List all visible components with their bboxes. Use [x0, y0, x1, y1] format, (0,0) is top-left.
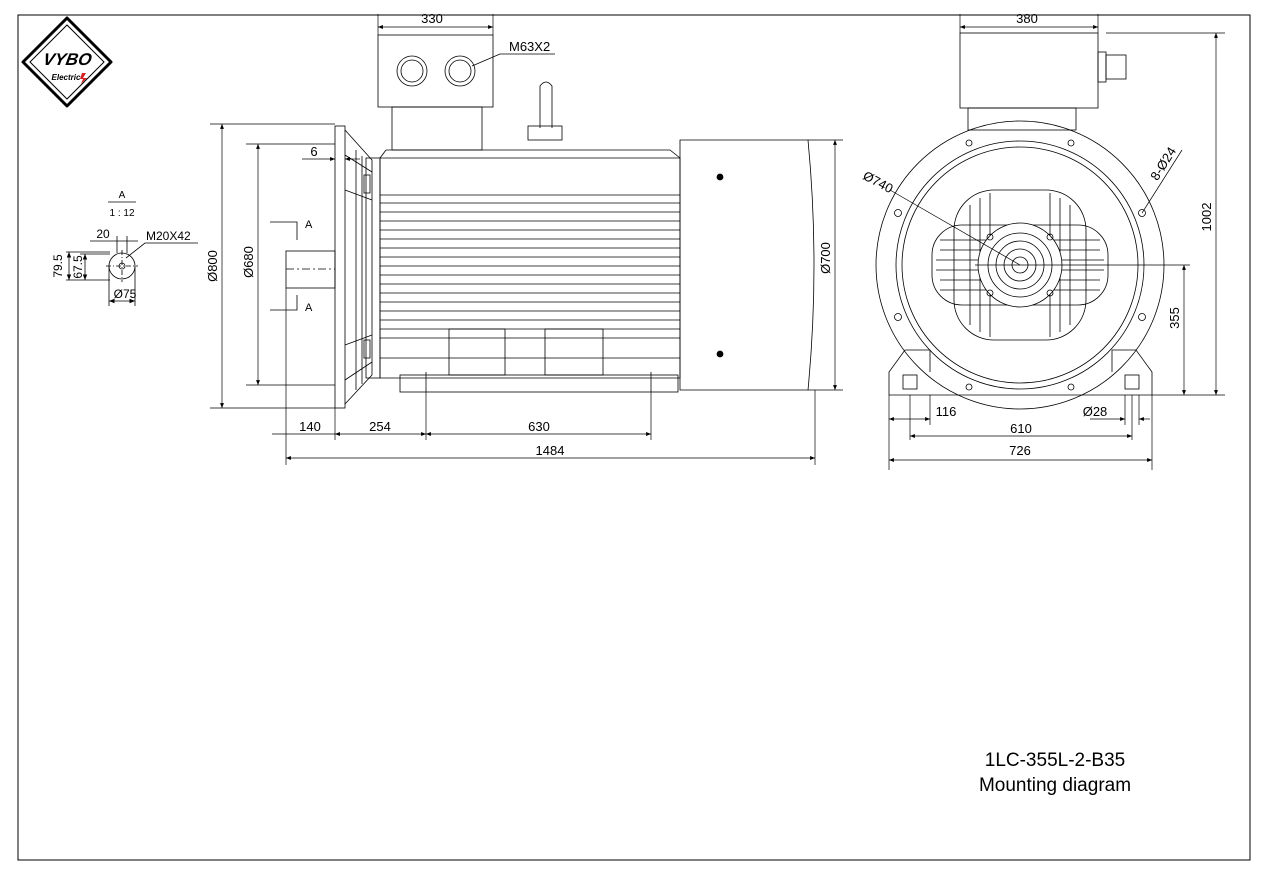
dim-spigot-diameter: Ø680 — [241, 246, 256, 278]
fan-cover — [679, 139, 815, 391]
side-view-dimensions — [210, 14, 843, 465]
dim-foot-spacing: 630 — [528, 419, 550, 434]
drawing-frame — [17, 14, 1251, 861]
logo-sub: Electric — [52, 73, 81, 82]
drawing-caption: Mounting diagram — [978, 775, 1132, 796]
base-rail — [399, 374, 679, 393]
section-mark-top: A — [305, 219, 313, 231]
dim-foot-hole: Ø28 — [1083, 404, 1108, 419]
end-view — [875, 32, 1190, 410]
flange-plate — [334, 125, 346, 409]
dim-fan-cover-diameter: Ø700 — [818, 242, 833, 274]
section-mark-bottom: A — [305, 302, 313, 314]
cable-gland-left — [396, 55, 428, 87]
detail-height-b: 67.5 — [71, 255, 85, 279]
dim-shaft-height: 355 — [1167, 307, 1182, 329]
side-view — [270, 34, 815, 409]
model-number: 1LC-355L-2-B35 — [984, 750, 1126, 771]
foot-block-right — [544, 328, 604, 376]
dim-pitch-circle: Ø740 — [861, 168, 896, 196]
dim-shaft-length: 140 — [299, 419, 321, 434]
dim-flange-diameter: Ø800 — [205, 250, 220, 282]
bolt-holes — [894, 139, 1146, 391]
logo-brand: VYBO — [42, 49, 94, 69]
end-view-dimensions — [888, 14, 1225, 470]
detail-thread: M20X42 — [146, 229, 191, 243]
shaft — [285, 250, 336, 289]
dim-flange-thickness: 6 — [310, 144, 317, 159]
dim-bolt-holes: 8-Ø24 — [1147, 144, 1179, 183]
terminal-box — [377, 34, 494, 108]
detail-scale: 1 : 12 — [109, 208, 134, 219]
detail-diameter: Ø75 — [114, 287, 137, 301]
title-block: 1LC-355L-2-B35 Mounting diagram — [940, 748, 1170, 798]
dim-total-height: 1002 — [1199, 203, 1214, 232]
dim-terminal-width-end: 380 — [1016, 11, 1038, 26]
base-feet — [888, 349, 1153, 395]
foot-block-left — [448, 328, 506, 376]
dim-cable-gland: M63X2 — [509, 39, 550, 54]
cooling-fins — [380, 202, 680, 330]
brand-logo: VYBO Electric — [21, 16, 113, 108]
cable-gland-right — [444, 55, 476, 87]
terminal-box-end — [959, 32, 1099, 109]
dim-foot-span: 610 — [1010, 421, 1032, 436]
detail-height-a: 79.5 — [51, 254, 65, 278]
cable-gland-end — [1105, 54, 1127, 80]
dim-foot-edge: 116 — [936, 404, 957, 419]
motor-frame — [379, 157, 681, 379]
detail-section-label: A — [119, 190, 126, 201]
section-a-detail — [66, 201, 198, 306]
dim-flange-to-foot: 254 — [369, 419, 391, 434]
dim-base-width: 726 — [1009, 443, 1031, 458]
detail-width: 20 — [96, 227, 110, 241]
dim-terminal-width-side: 330 — [421, 11, 443, 26]
dim-overall-length: 1484 — [536, 443, 565, 458]
